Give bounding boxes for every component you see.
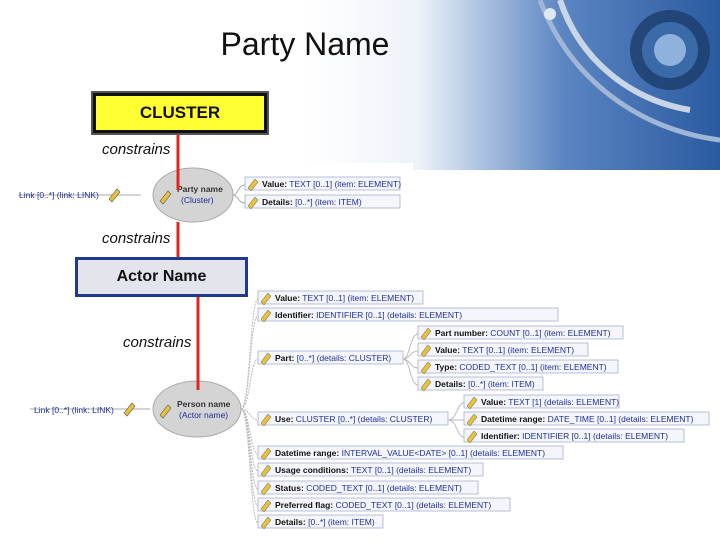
tree-node-label: Status: CODED_TEXT [0..1] (details: ELEM… xyxy=(275,483,462,493)
tree-node-label: Part number: COUNT [0..1] (item: ELEMENT… xyxy=(435,328,611,338)
stethoscope-icon xyxy=(537,0,720,143)
cluster-diagram-panel: Link [0..*] (link: LINK) Party name (Clu… xyxy=(13,163,413,229)
tree-node-label: Value: TEXT [0..1] (item: ELEMENT) xyxy=(275,293,414,303)
tree-node-label: Identifier: IDENTIFIER [0..1] (details: … xyxy=(481,431,668,441)
pencil-icon xyxy=(260,292,272,306)
tree-node: Part: [0..*] (details: CLUSTER) xyxy=(257,350,404,366)
pencil-icon xyxy=(420,361,432,375)
pencil-icon xyxy=(159,404,172,419)
pencil-icon xyxy=(247,178,259,192)
constrains-label: constrains xyxy=(123,334,192,351)
actor-name-box: Actor Name xyxy=(75,257,248,297)
cluster-link-text: Link [0..*] (link: LINK) xyxy=(19,190,99,200)
tree-node: Type: CODED_TEXT [0..1] (item: ELEMENT) xyxy=(417,359,619,375)
tree-node-label: Details: [0..*] (item: ITEM) xyxy=(435,379,535,389)
person-diagram-panel: Link [0..*] (link: LINK) Person name (Ac… xyxy=(22,278,720,540)
tree-node: Status: CODED_TEXT [0..1] (details: ELEM… xyxy=(257,480,479,496)
pencil-icon xyxy=(260,464,272,478)
pencil-icon xyxy=(466,413,478,427)
tree-node-label: Details: [0..*] (item: ITEM) xyxy=(275,517,375,527)
tree-node-label: Identifier: IDENTIFIER [0..1] (details: … xyxy=(275,310,462,320)
tree-node: Datetime range: INTERVAL_VALUE<DATE> [0.… xyxy=(257,445,564,461)
pencil-icon xyxy=(420,344,432,358)
pencil-icon xyxy=(260,352,272,366)
tree-node: Usage conditions: TEXT [0..1] (details: … xyxy=(257,462,484,478)
pencil-icon xyxy=(466,430,478,444)
pencil-icon xyxy=(260,516,272,530)
person-diagram: Link [0..*] (link: LINK) Person name (Ac… xyxy=(30,290,710,530)
pencil-icon xyxy=(159,190,172,205)
slide-title: Party Name xyxy=(220,26,390,62)
pencil-icon xyxy=(260,499,272,513)
cluster-diagram: Link [0..*] (link: LINK) Party name (Clu… xyxy=(18,167,401,223)
pencil-icon xyxy=(420,327,432,341)
pencil-icon xyxy=(466,396,478,410)
person-node-name: Person name xyxy=(177,399,231,409)
constrains-label: constrains xyxy=(102,230,171,247)
tree-node-label: Usage conditions: TEXT [0..1] (details: … xyxy=(275,465,471,475)
tree-node: Value: TEXT [0..1] (item: ELEMENT) xyxy=(417,342,589,358)
tree-node: Part number: COUNT [0..1] (item: ELEMENT… xyxy=(417,325,624,341)
tree-node-label: Details: [0..*] (item: ITEM) xyxy=(262,197,362,207)
cluster-node-name: Party name xyxy=(177,184,223,194)
pencil-icon xyxy=(260,482,272,496)
tree-node: Details: [0..*] (item: ITEM) xyxy=(257,514,384,530)
person-node-type: (Actor name) xyxy=(179,410,228,420)
tree-node: Datetime range: DATE_TIME [0..1] (detail… xyxy=(463,411,710,427)
tree-node-label: Part: [0..*] (details: CLUSTER) xyxy=(275,353,391,363)
pencil-icon xyxy=(260,447,272,461)
pencil-icon xyxy=(420,378,432,392)
pencil-icon xyxy=(260,309,272,323)
pencil-icon xyxy=(247,196,259,210)
cluster-node-type: (Cluster) xyxy=(181,195,214,205)
tree-node: Details: [0..*] (item: ITEM) xyxy=(244,194,401,210)
tree-node-label: Type: CODED_TEXT [0..1] (item: ELEMENT) xyxy=(435,362,607,372)
tree-node: Details: [0..*] (item: ITEM) xyxy=(417,376,544,392)
person-link-text: Link [0..*] (link: LINK) xyxy=(34,405,114,415)
constrains-label: constrains xyxy=(102,141,171,158)
tree-node-label: Datetime range: INTERVAL_VALUE<DATE> [0.… xyxy=(275,448,545,458)
tree-node-label: Value: TEXT [1] (details: ELEMENT) xyxy=(481,397,619,407)
tree-node-label: Datetime range: DATE_TIME [0..1] (detail… xyxy=(481,414,694,424)
pencil-icon xyxy=(123,402,136,417)
tree-node: Identifier: IDENTIFIER [0..1] (details: … xyxy=(463,428,685,444)
tree-node-label: Preferred flag: CODED_TEXT [0..1] (detai… xyxy=(275,500,491,510)
tree-node-label: Value: TEXT [0..1] (item: ELEMENT) xyxy=(262,179,401,189)
cluster-box: CLUSTER xyxy=(91,91,269,135)
slide-header-background xyxy=(0,0,720,170)
tree-node: Preferred flag: CODED_TEXT [0..1] (detai… xyxy=(257,497,511,513)
tree-node: Use: CLUSTER [0..*] (details: CLUSTER) xyxy=(257,411,449,427)
tree-node: Value: TEXT [0..1] (item: ELEMENT) xyxy=(257,290,424,306)
tree-node: Value: TEXT [0..1] (item: ELEMENT) xyxy=(244,176,401,192)
tree-node: Value: TEXT [1] (details: ELEMENT) xyxy=(463,394,620,410)
tree-node-label: Use: CLUSTER [0..*] (details: CLUSTER) xyxy=(275,414,432,424)
tree-node: Identifier: IDENTIFIER [0..1] (details: … xyxy=(257,307,559,323)
pencil-icon xyxy=(260,413,272,427)
pencil-icon xyxy=(108,188,121,203)
tree-node-label: Value: TEXT [0..1] (item: ELEMENT) xyxy=(435,345,574,355)
